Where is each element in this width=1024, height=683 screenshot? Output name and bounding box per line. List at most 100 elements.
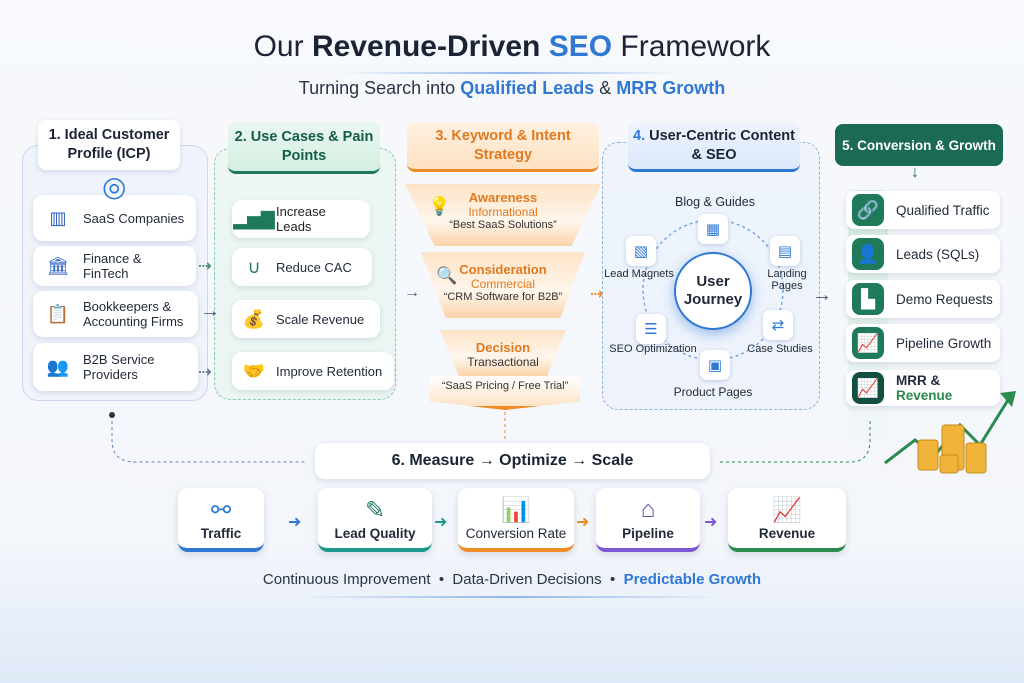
landing-page-icon: ▤ — [770, 236, 800, 266]
header-text: User-Centric Content & SEO — [645, 127, 795, 163]
metric-traffic[interactable]: ⚯Traffic — [178, 488, 264, 552]
network-icon: ⚯ — [210, 497, 232, 524]
node-blog-guides[interactable]: Blog & Guides — [675, 195, 755, 209]
growth-chart-icon: 📈 — [852, 327, 884, 359]
metric-conversion-rate[interactable]: 📊Conversion Rate — [458, 488, 574, 552]
item-label: Scale Revenue — [276, 311, 365, 327]
magnet-icon: ∪ — [247, 256, 261, 277]
keyword-header: 3. Keyword & Intent Strategy — [407, 122, 599, 172]
page-title: Our Revenue-Driven SEO Framework — [253, 30, 771, 63]
subtitle: Turning Search into Qualified Leads & MR… — [298, 78, 726, 98]
usecase-increase-leads[interactable]: ▂▅▇Increase Leads — [232, 200, 370, 238]
case-study-icon: ⇄ — [763, 310, 793, 340]
target-icon: ◎ — [102, 171, 127, 202]
arrow-icon: → — [404, 284, 420, 301]
growth-chart-icon: 📈 — [772, 497, 802, 524]
item-label: B2B Service Providers — [83, 352, 155, 382]
item-label: Bookkeepers & Accounting Firms — [83, 299, 184, 329]
arrow-icon: ⇢ — [590, 286, 604, 303]
arrow-icon: ⇢ — [198, 364, 212, 381]
stage-intent: Informational — [468, 205, 538, 219]
node-case-studies[interactable]: Case Studies — [747, 343, 813, 355]
footer-underline — [300, 596, 720, 598]
icp-item-finance[interactable]: 🏛 Finance & FinTech — [33, 246, 196, 286]
conversion-item-pipeline[interactable]: 📈Pipeline Growth — [846, 324, 1000, 362]
icp-item-saas[interactable]: ▥ SaaS Companies — [33, 195, 196, 241]
clipboard-icon: 📋 — [46, 303, 70, 324]
money-bag-icon: 💰 — [242, 308, 266, 329]
bank-icon: 🏛 — [46, 255, 70, 276]
conversion-item-demo[interactable]: ▙ Demo Requests — [846, 280, 1000, 318]
arrow-icon: → — [812, 284, 832, 306]
item-label: Qualified Traffic — [896, 202, 990, 218]
building-icon: ▥ — [49, 207, 67, 228]
arrow-down-icon: ↓ — [911, 164, 919, 181]
item-label: Increase Leads — [276, 204, 326, 234]
item-label: SaaS Companies — [83, 210, 185, 226]
usecase-scale-revenue[interactable]: 💰 Scale Revenue — [232, 300, 380, 338]
conversion-item-mrr[interactable]: 📈 MRR & Revenue — [846, 370, 1000, 406]
stage-name: Decision — [475, 340, 531, 355]
stage-example: “CRM Software for B2B” — [443, 291, 563, 303]
seo-icon: ☰ — [636, 314, 666, 344]
blog-icon: ▦ — [698, 214, 728, 244]
arrow-icon: ➜ — [434, 514, 448, 531]
icp-header: 1. Ideal Customer Profile (ICP) — [38, 120, 180, 170]
conversion-item-leads[interactable]: 👤Leads (SQLs) — [846, 235, 1000, 273]
stage-intent: Transactional — [467, 355, 539, 369]
decision-example: “SaaS Pricing / Free Trial” — [430, 376, 580, 410]
usecase-reduce-cac[interactable]: ∪ Reduce CAC — [232, 248, 372, 286]
item-label: Finance & FinTech — [83, 251, 142, 281]
revenue-coins-illustration — [884, 391, 1016, 474]
icp-item-b2b[interactable]: 👥 B2B Service Providers — [33, 343, 198, 391]
metric-pipeline[interactable]: ⌂ Pipeline — [596, 488, 700, 552]
handshake-icon: 🤝 — [242, 360, 266, 381]
funnel-awareness: Awareness Informational “Best SaaS Solut… — [405, 184, 601, 246]
stage-example: “Best SaaS Solutions” — [449, 219, 557, 231]
item-label: Demo Requests — [896, 291, 993, 307]
item-label: MRR & Revenue — [896, 373, 953, 403]
item-label: Reduce CAC — [276, 259, 352, 275]
bar-chart-icon: 📊 — [501, 497, 531, 524]
people-icon: 👥 — [46, 356, 70, 377]
lightbulb-icon: 💡 — [428, 196, 451, 216]
conversion-item-traffic[interactable]: 🔗 Qualified Traffic — [846, 191, 1000, 229]
search-icon: 🔍 — [436, 266, 458, 285]
measure-banner: 6. Measure → Optimize → Scale — [315, 443, 710, 479]
header-number: 4. — [633, 127, 646, 144]
node-lead-magnets[interactable]: Lead Magnets — [604, 268, 674, 280]
arrow-icon: ➜ — [576, 514, 590, 531]
arrow-icon: ➜ — [704, 514, 718, 531]
arrow-icon: ➜ — [288, 514, 302, 531]
link-icon: 🔗 — [852, 194, 884, 226]
stage-name: Consideration — [459, 262, 547, 277]
metric-label: Pipeline — [622, 526, 674, 541]
conversion-rail — [848, 190, 888, 450]
item-label: Leads (SQLs) — [896, 246, 980, 262]
title-underline — [340, 72, 680, 74]
stage-name: Awareness — [468, 190, 538, 205]
conversion-header: 5. Conversion & Growth — [835, 124, 1003, 166]
lead-magnet-icon: ▧ — [626, 236, 656, 266]
pipeline-icon: ⌂ — [640, 496, 656, 523]
node-product-pages[interactable]: Product Pages — [673, 385, 753, 399]
stage-intent: Commercial — [470, 277, 535, 291]
icp-item-bookkeepers[interactable]: 📋 Bookkeepers & Accounting Firms — [33, 291, 198, 337]
node-seo-optimization[interactable]: SEO Optimization — [609, 343, 697, 355]
node-landing-pages[interactable]: Landing Pages — [767, 268, 807, 292]
funnel-decision: Decision Transactional — [440, 330, 566, 376]
metric-lead-quality[interactable]: ✎ Lead Quality — [318, 488, 432, 552]
demo-icon: ▙ — [852, 283, 884, 315]
usecases-header: 2. Use Cases & Pain Points — [228, 122, 380, 174]
usecase-improve-retention[interactable]: 🤝 Improve Retention — [232, 352, 394, 390]
item-label: Improve Retention — [276, 363, 383, 379]
funnel-consideration: Consideration Commercial “CRM Software f… — [421, 252, 585, 318]
bar-chart-icon: ▂▅▇ — [233, 208, 275, 229]
metric-label: Revenue — [758, 526, 816, 541]
footer-tagline: Continuous Improvement • Data-Driven Dec… — [262, 571, 762, 588]
content-header: 4. User-Centric Content & SEO — [628, 122, 800, 172]
metric-revenue[interactable]: 📈 Revenue — [728, 488, 846, 552]
growth-chart-icon: 📈 — [852, 372, 884, 404]
checklist-icon: ✎ — [364, 497, 386, 524]
metric-label: Lead Quality — [334, 526, 416, 541]
